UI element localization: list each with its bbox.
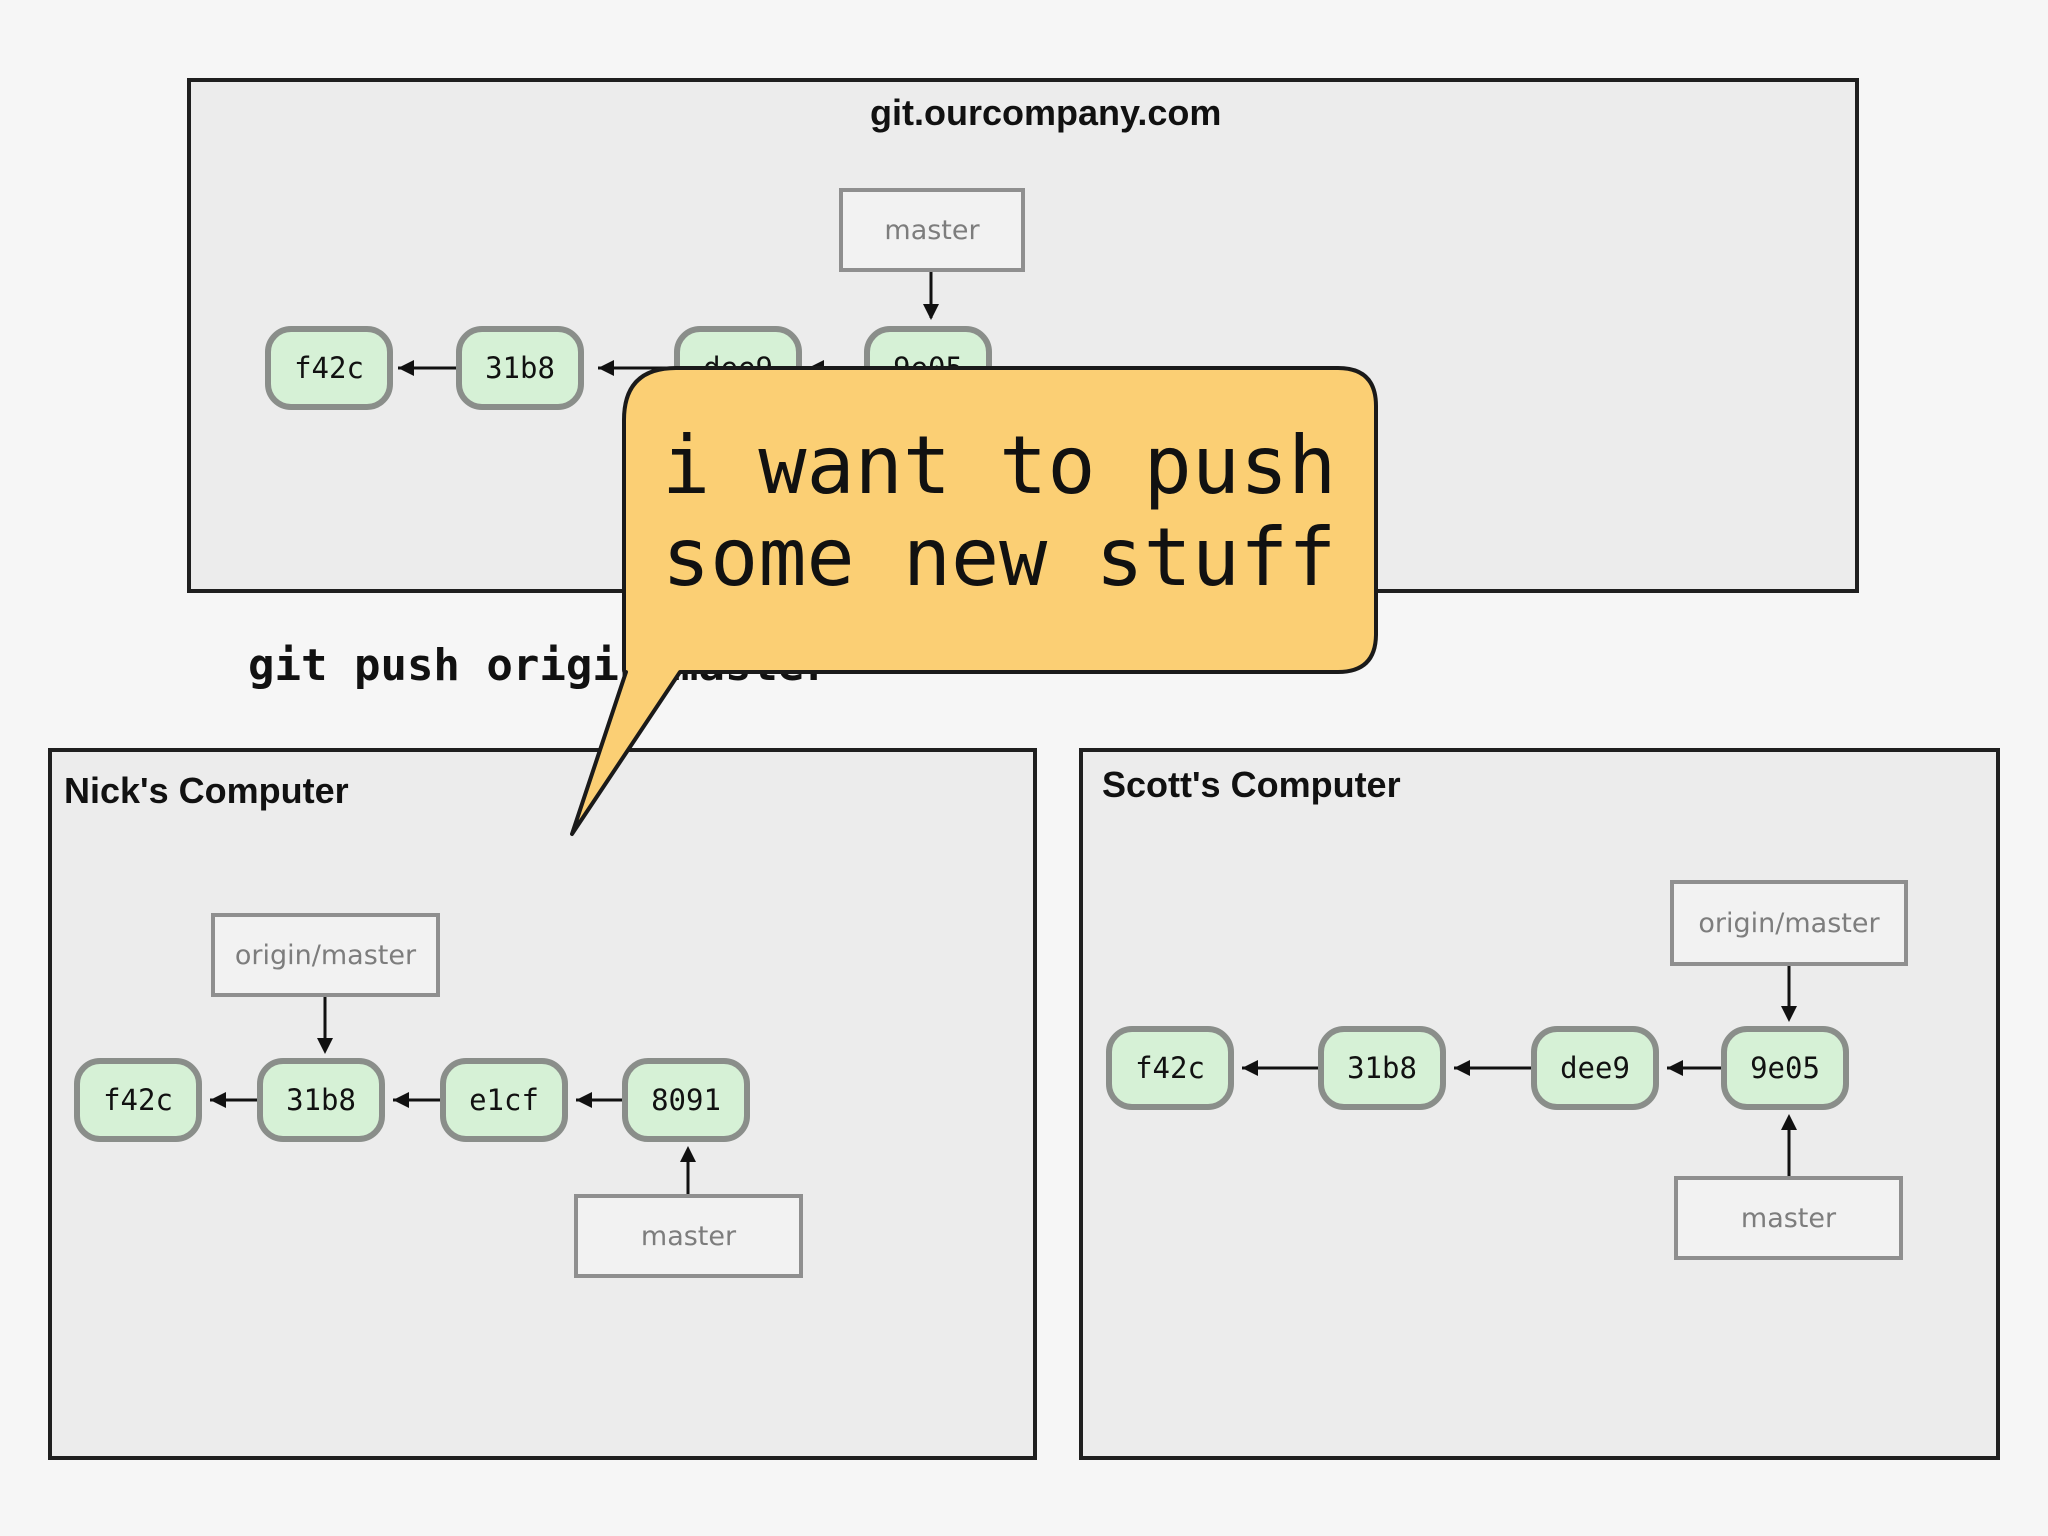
server-commit-31b8: 31b8 [456, 326, 584, 410]
server-master-ref: master [839, 188, 1025, 272]
nick-commit-31b8: 31b8 [257, 1058, 385, 1142]
scott-commit-31b8: 31b8 [1318, 1026, 1446, 1110]
server-title: git.ourcompany.com [870, 92, 1222, 133]
scott-commit-dee9: dee9 [1531, 1026, 1659, 1110]
speech-bubble-line-1: i want to push [662, 419, 1337, 512]
scott-commit-9e05: 9e05 [1721, 1026, 1849, 1110]
nick-commit-8091: 8091 [622, 1058, 750, 1142]
nick-title: Nick's Computer [64, 770, 349, 811]
nick-master-ref: master [574, 1194, 803, 1278]
speech-bubble-shape [570, 366, 1378, 836]
scott-title: Scott's Computer [1102, 764, 1401, 805]
speech-bubble-text: i want to push some new stuff [662, 420, 1362, 604]
scott-master-ref: master [1674, 1176, 1903, 1260]
nick-commit-f42c: f42c [74, 1058, 202, 1142]
nick-origin-master-ref: origin/master [211, 913, 440, 997]
speech-bubble-line-2: some new stuff [662, 511, 1337, 604]
scott-commit-f42c: f42c [1106, 1026, 1234, 1110]
nick-commit-e1cf: e1cf [440, 1058, 568, 1142]
scott-origin-master-ref: origin/master [1670, 880, 1908, 966]
server-commit-f42c: f42c [265, 326, 393, 410]
